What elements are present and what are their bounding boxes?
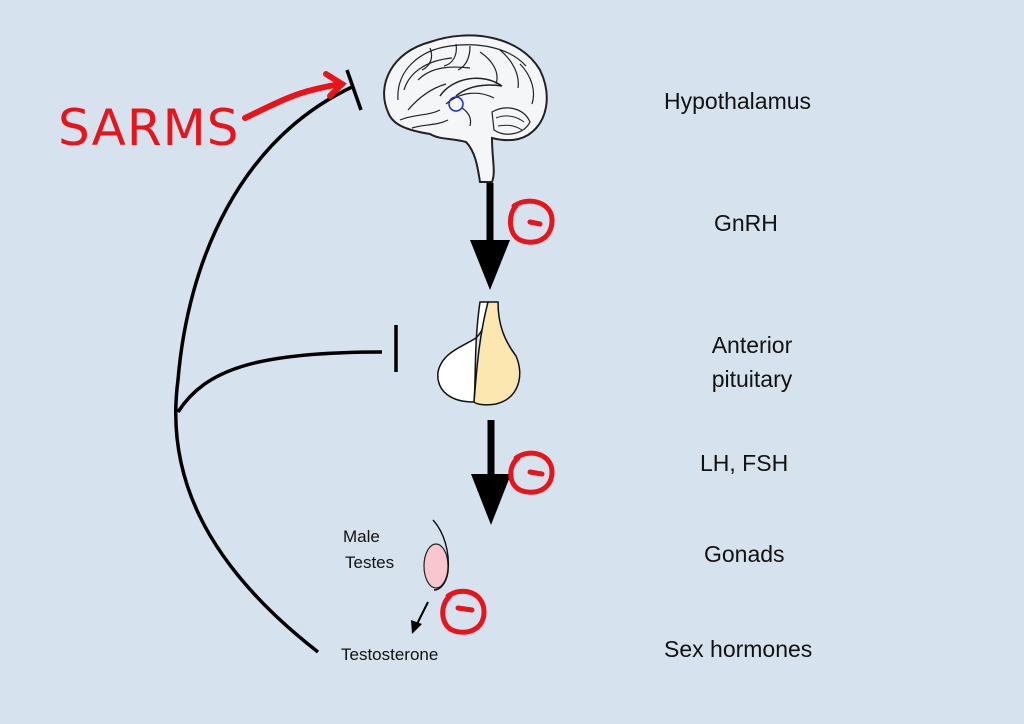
label-sex-hormones: Sex hormones	[664, 636, 813, 662]
label-anterior-pituitary: Anterior pituitary	[700, 328, 804, 396]
feedback-line-main	[174, 85, 353, 654]
arrow-gnrh	[470, 183, 510, 290]
label-male: Male	[343, 527, 380, 546]
feedback-line-pituitary	[176, 350, 383, 413]
label-pituitary: pituitary	[711, 366, 793, 392]
inhibition-marker-testosterone	[440, 588, 487, 635]
brain-icon	[383, 34, 548, 183]
arrow-testosterone	[411, 601, 429, 634]
label-testosterone: Testosterone	[341, 645, 439, 664]
arrow-lh-fsh	[471, 420, 511, 525]
label-sarms: SARMS	[58, 99, 240, 157]
inhibition-marker-lh-fsh	[508, 450, 555, 495]
label-lh-fsh: LH, FSH	[700, 450, 789, 476]
label-hypothalamus: Hypothalamus	[664, 88, 812, 114]
inhibit-bar-hypothalamus	[345, 69, 363, 111]
negative-feedback-loop	[174, 69, 398, 654]
hypothalamus-marker	[448, 96, 464, 112]
label-gnrh: GnRH	[714, 210, 778, 236]
label-anterior: Anterior	[711, 332, 793, 358]
sarms-arrow	[242, 71, 347, 121]
inhibition-marker-gnrh	[508, 198, 555, 245]
label-gonads: Gonads	[704, 541, 785, 567]
pituitary-icon	[437, 301, 521, 406]
testis-icon	[423, 519, 450, 591]
label-testes: Testes	[345, 553, 395, 572]
